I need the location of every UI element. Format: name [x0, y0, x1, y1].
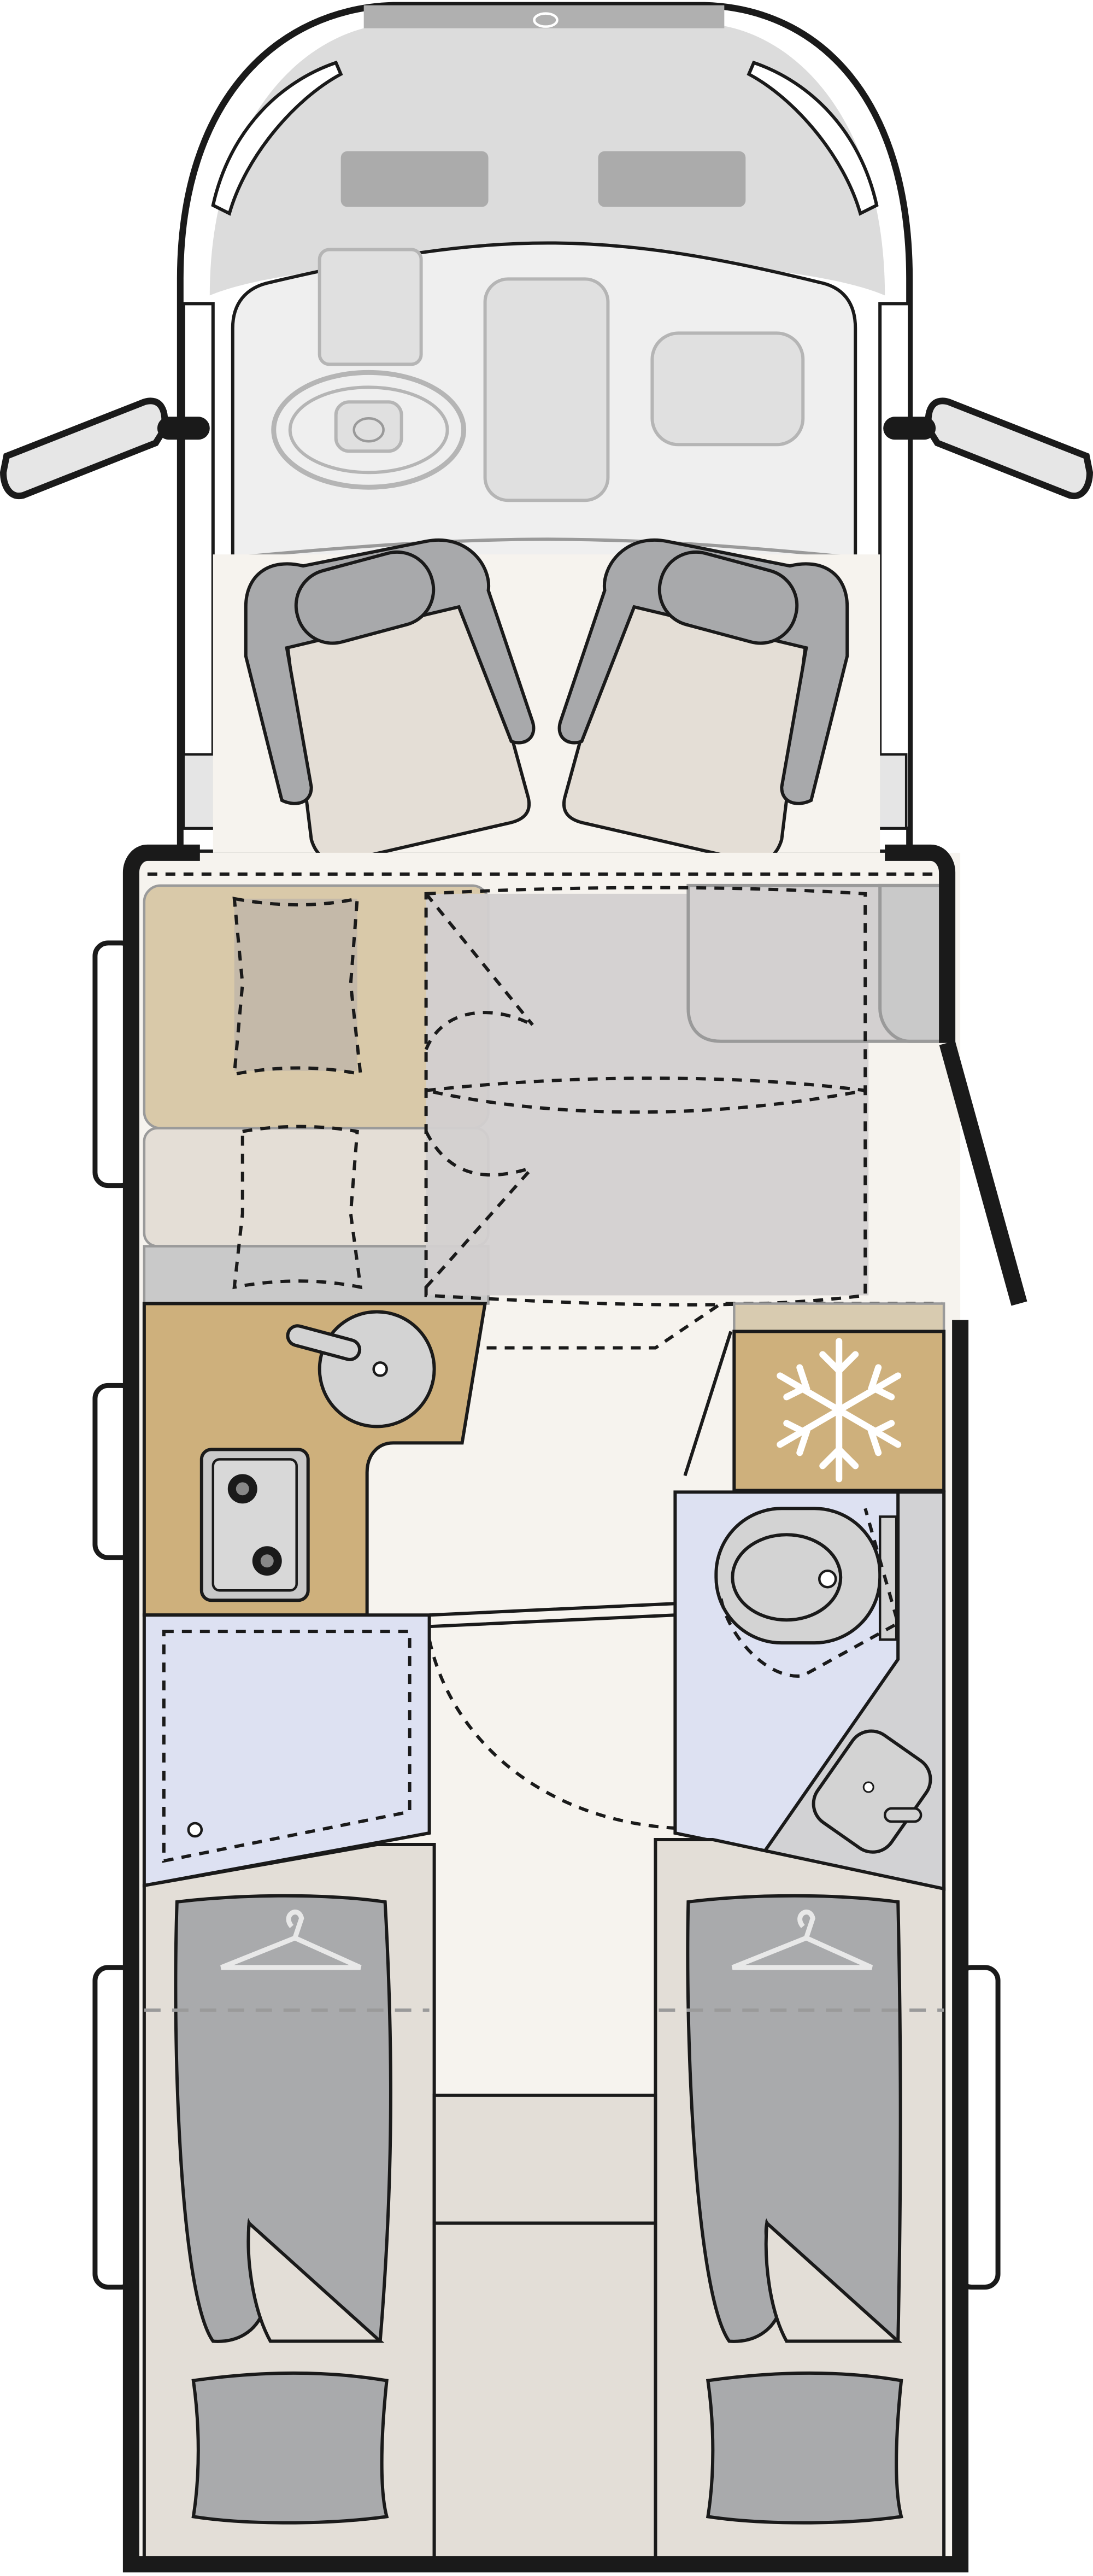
rear-step — [432, 2093, 657, 2225]
steering-wheel-icon — [271, 248, 467, 490]
sink-icon — [286, 1310, 436, 1428]
rear-bed-right — [654, 1837, 946, 2566]
washbasin-icon — [812, 1729, 932, 1854]
snowflake-icon — [777, 1338, 902, 1483]
right-mirror — [883, 397, 1093, 500]
living-area — [92, 844, 1027, 2573]
toilet-icon — [714, 1507, 898, 1645]
entry-door[interactable] — [939, 1040, 1027, 1306]
hanger-icon — [731, 1910, 873, 1970]
rear-bed-left — [142, 1842, 436, 2566]
left-mirror — [0, 397, 210, 500]
brand-logo-icon — [352, 12, 559, 443]
driver-seat — [244, 538, 536, 864]
hob-icon — [199, 1448, 310, 1602]
passenger-seat — [557, 538, 849, 864]
hanger-icon — [220, 1910, 362, 1970]
